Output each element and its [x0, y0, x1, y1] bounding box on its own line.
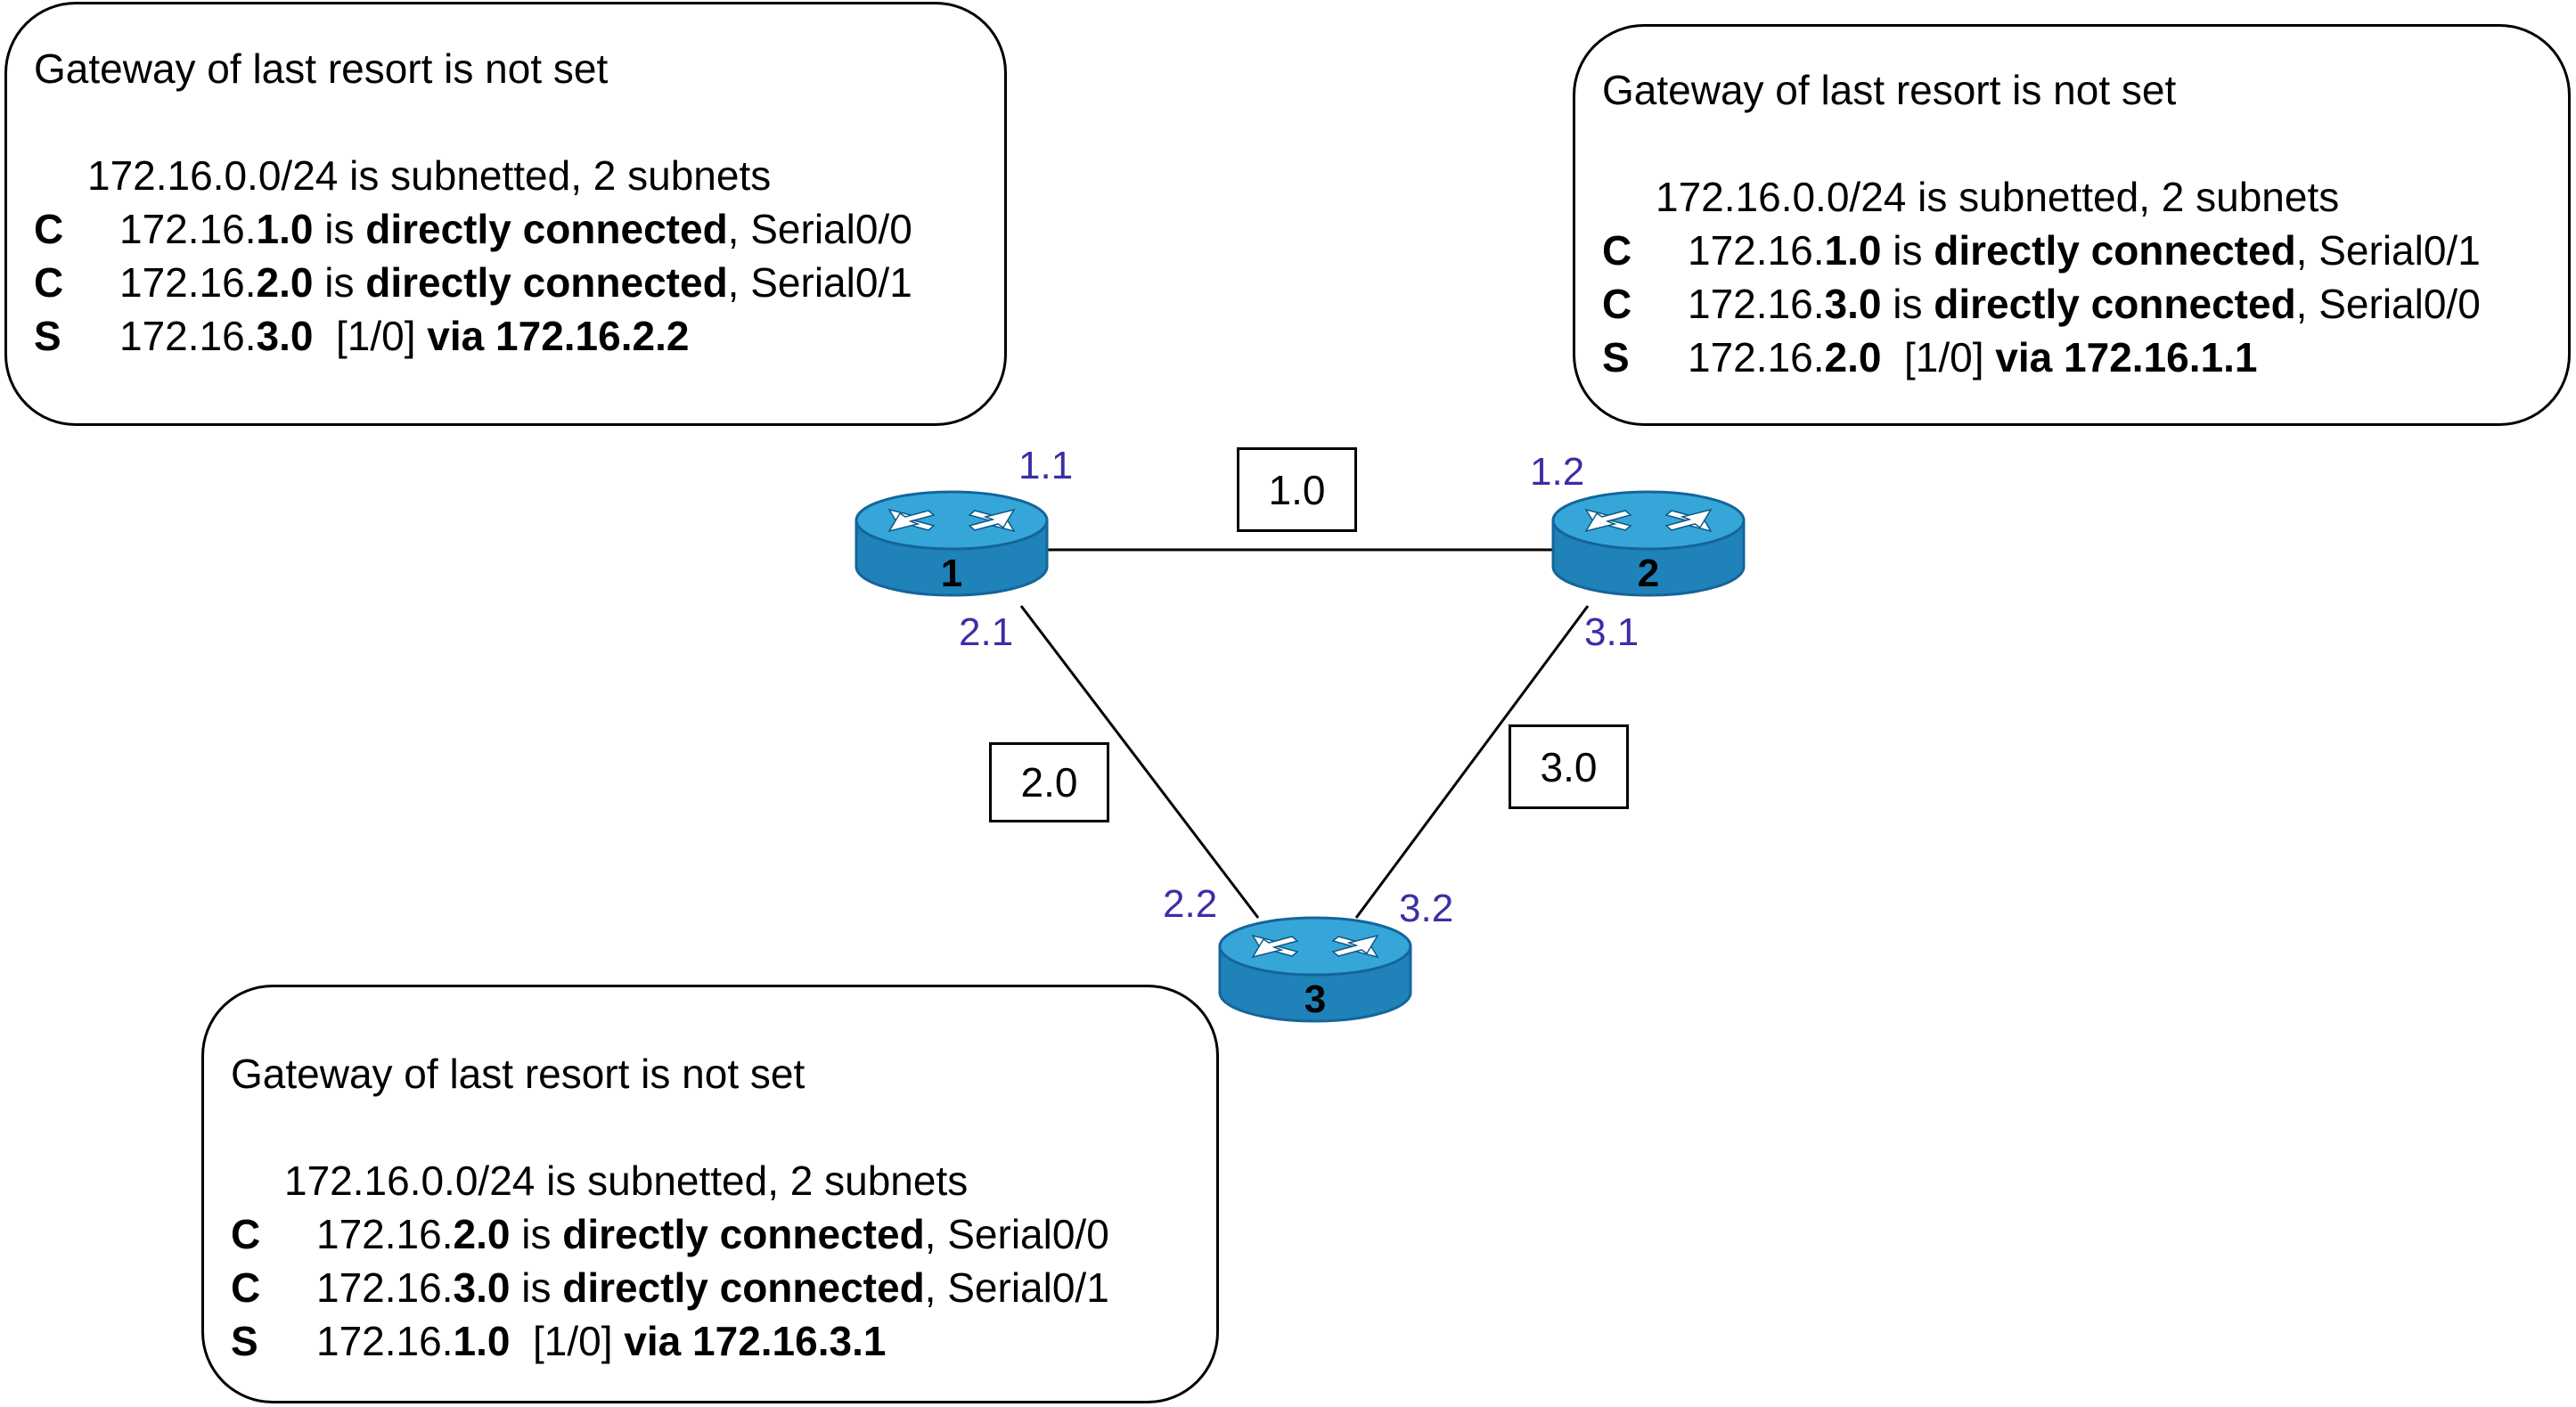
route-prefix: 172.16.: [119, 206, 257, 252]
router-1: 1: [855, 490, 1049, 597]
route-code: C: [231, 1264, 261, 1311]
gateway-text: Gateway of last resort is not set: [231, 1051, 806, 1097]
route-kind: directly connected: [562, 1264, 925, 1311]
interface-label-3-1: 3.1: [1584, 610, 1640, 654]
route-mid: [1/0]: [510, 1318, 625, 1364]
router-icon: [1551, 490, 1746, 597]
route-mid: is: [1881, 281, 1934, 327]
route-code: C: [1602, 281, 1632, 327]
router-2: 2: [1551, 490, 1746, 597]
network-label-2-0: 2.0: [989, 742, 1109, 822]
route-code: S: [1602, 334, 1630, 380]
interface-label-1-1: 1.1: [1018, 444, 1074, 487]
gateway-text: Gateway of last resort is not set: [1602, 67, 2177, 113]
route-network: 3.0: [1824, 281, 1882, 327]
route-kind: directly connected: [365, 206, 728, 252]
interface-label-3-2: 3.2: [1399, 887, 1454, 930]
router-label: 2: [1638, 552, 1659, 595]
subnet-summary: 172.16.0.0/24 is subnetted, 2 subnets: [1656, 174, 2340, 220]
router-icon: [855, 490, 1049, 597]
route-prefix: 172.16.: [119, 313, 257, 359]
route-code: S: [34, 313, 61, 359]
interface-label-2-2: 2.2: [1163, 882, 1218, 926]
route-entry: C 172.16.2.0 is directly connected, Seria…: [34, 256, 912, 309]
route-prefix: 172.16.: [316, 1211, 454, 1257]
route-prefix: 172.16.: [119, 259, 257, 306]
route-network: 1.0: [1824, 227, 1882, 274]
router-icon: [1218, 916, 1412, 1023]
route-code: C: [231, 1211, 261, 1257]
network-label-3-0: 3.0: [1509, 724, 1629, 809]
route-kind: directly connected: [562, 1211, 925, 1257]
route-entry: C 172.16.1.0 is directly connected, Seria…: [34, 202, 912, 256]
subnet-summary: 172.16.0.0/24 is subnetted, 2 subnets: [87, 152, 772, 199]
route-entry: C 172.16.1.0 is directly connected, Seria…: [1602, 224, 2481, 277]
route-mid: is: [1881, 227, 1934, 274]
route-interface: , Serial0/1: [2295, 227, 2481, 274]
router-3: 3: [1218, 916, 1412, 1023]
route-mid: [1/0]: [313, 313, 428, 359]
route-code: S: [231, 1318, 258, 1364]
route-interface: , Serial0/1: [924, 1264, 1109, 1311]
route-interface: , Serial0/0: [2295, 281, 2481, 327]
route-code: C: [34, 259, 64, 306]
route-network: 1.0: [453, 1318, 511, 1364]
interface-label-1-2: 1.2: [1530, 450, 1585, 494]
routing-table-r3: Gateway of last resort is not set 172.16…: [201, 985, 1219, 1403]
route-prefix: 172.16.: [316, 1318, 454, 1364]
route-network: 2.0: [256, 259, 314, 306]
route-entry: S 172.16.2.0 [1/0] via 172.16.1.1: [1602, 331, 2257, 384]
route-network: 3.0: [453, 1264, 511, 1311]
route-code: C: [34, 206, 64, 252]
route-network: 1.0: [256, 206, 314, 252]
route-kind: directly connected: [365, 259, 728, 306]
route-entry: C 172.16.3.0 is directly connected, Seria…: [231, 1261, 1109, 1314]
router-label: 3: [1304, 978, 1326, 1021]
routing-table-r1: Gateway of last resort is not set 172.16…: [4, 2, 1007, 426]
route-mid: [1/0]: [1881, 334, 1996, 380]
route-network: 2.0: [453, 1211, 511, 1257]
subnet-summary: 172.16.0.0/24 is subnetted, 2 subnets: [284, 1158, 969, 1204]
route-network: 3.0: [256, 313, 314, 359]
route-mid: is: [510, 1264, 563, 1311]
route-entry: C 172.16.3.0 is directly connected, Seria…: [1602, 277, 2481, 331]
route-mid: is: [510, 1211, 563, 1257]
route-entry: S 172.16.3.0 [1/0] via 172.16.2.2: [34, 309, 689, 363]
route-kind: via 172.16.2.2: [427, 313, 690, 359]
route-prefix: 172.16.: [1688, 281, 1825, 327]
route-network: 2.0: [1824, 334, 1882, 380]
route-kind: directly connected: [1934, 227, 2296, 274]
route-entry: S 172.16.1.0 [1/0] via 172.16.3.1: [231, 1314, 886, 1368]
network-label-1-0: 1.0: [1237, 447, 1357, 532]
route-kind: via 172.16.1.1: [1995, 334, 2258, 380]
route-interface: , Serial0/0: [727, 206, 912, 252]
route-entry: C 172.16.2.0 is directly connected, Seria…: [231, 1207, 1109, 1261]
interface-label-2-1: 2.1: [959, 610, 1014, 654]
route-kind: directly connected: [1934, 281, 2296, 327]
router-label: 1: [941, 552, 962, 595]
route-prefix: 172.16.: [1688, 334, 1825, 380]
route-interface: , Serial0/1: [727, 259, 912, 306]
route-interface: , Serial0/0: [924, 1211, 1109, 1257]
route-mid: is: [313, 259, 366, 306]
route-mid: is: [313, 206, 366, 252]
route-prefix: 172.16.: [316, 1264, 454, 1311]
route-code: C: [1602, 227, 1632, 274]
routing-table-r2: Gateway of last resort is not set 172.16…: [1573, 24, 2571, 426]
route-kind: via 172.16.3.1: [624, 1318, 887, 1364]
link-r2-r3: [1354, 605, 1590, 919]
route-prefix: 172.16.: [1688, 227, 1825, 274]
gateway-text: Gateway of last resort is not set: [34, 45, 609, 92]
link-r1-r3: [1019, 605, 1260, 919]
